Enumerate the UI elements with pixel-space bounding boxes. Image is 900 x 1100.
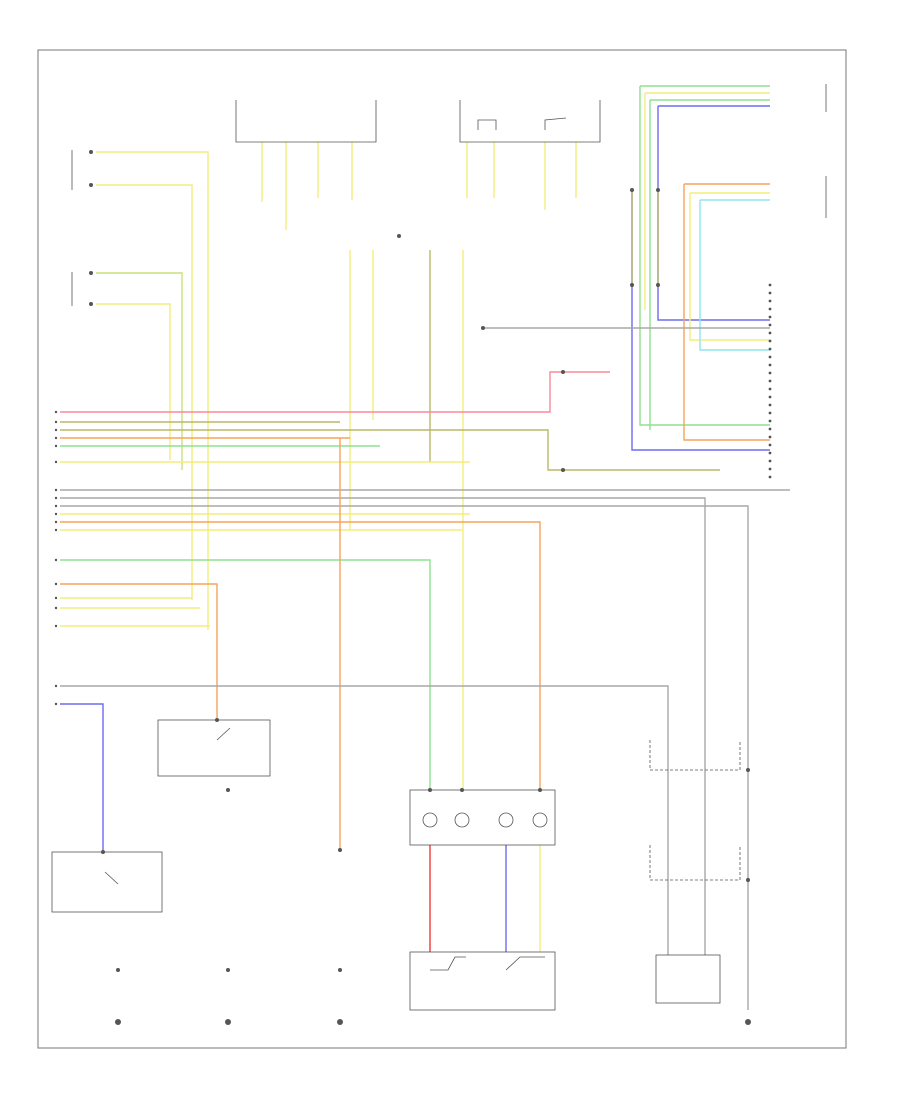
connector-pin <box>768 315 772 319</box>
connector-pin <box>54 460 58 464</box>
switch-contact-2 <box>544 117 567 130</box>
connector-pin <box>768 411 772 415</box>
dashed-switch-2 <box>649 845 741 881</box>
connector-pin <box>768 331 772 335</box>
connector-pin <box>54 488 58 492</box>
seat-position-sensor <box>655 954 721 1004</box>
wire-yellow-0 <box>96 151 209 630</box>
connector-pin <box>54 420 58 424</box>
wire-yellow-green-2 <box>96 272 183 470</box>
wire-orange-50 <box>683 184 770 441</box>
wire-blue-46 <box>657 106 770 321</box>
connector-pin <box>54 528 58 532</box>
ground-symbols <box>115 1019 751 1025</box>
connector-pin <box>54 520 58 524</box>
connector-pin <box>768 283 772 287</box>
connector-pin <box>768 307 772 311</box>
wire-gray-23 <box>60 497 706 955</box>
connector-pin <box>768 443 772 447</box>
wire-yellow-1 <box>96 184 193 600</box>
wire-pink-16 <box>60 371 610 413</box>
connector-pin <box>54 702 58 706</box>
connector-bracket-right <box>459 100 601 143</box>
sensor-contact-1 <box>430 956 466 971</box>
connector-pin <box>768 451 772 455</box>
seat-belt-switch-box <box>157 719 271 777</box>
connector-pin <box>54 582 58 586</box>
connector-pin <box>768 291 772 295</box>
connector-bracket-left <box>235 100 377 143</box>
connector-pin <box>54 624 58 628</box>
switch-blade-2 <box>104 871 119 885</box>
connector-pin <box>54 444 58 448</box>
connector-pin <box>54 596 58 600</box>
wire-olive-18 <box>60 429 720 471</box>
connector-pin <box>768 323 772 327</box>
connector-pin <box>54 684 58 688</box>
diagram-frame <box>37 49 847 1049</box>
connector-pin <box>768 459 772 463</box>
dashed-switch-1 <box>649 740 741 771</box>
wire-orange-26 <box>60 521 541 790</box>
connector-pin <box>768 371 772 375</box>
connector-pin <box>54 606 58 610</box>
wire-blue-35 <box>60 703 104 852</box>
connector-pin <box>768 347 772 351</box>
connector-pin <box>768 435 772 439</box>
wire-gray-24 <box>60 505 749 1010</box>
connector-pin <box>54 496 58 500</box>
wire-light-blue-52 <box>699 200 770 351</box>
weight-sensor-box <box>409 951 556 1011</box>
wire-yellow-51 <box>689 193 770 341</box>
connector-pin <box>768 427 772 431</box>
wire-green-43 <box>639 86 770 426</box>
connector-pin <box>768 475 772 479</box>
connector-pin <box>54 436 58 440</box>
connector-pin <box>54 512 58 516</box>
connector-pin <box>768 379 772 383</box>
wire-green-28 <box>60 559 431 790</box>
junction-dots <box>101 188 750 972</box>
sensor-contact-2 <box>505 956 545 971</box>
connector-pin <box>768 355 772 359</box>
connector-pin <box>768 387 772 391</box>
wire-yellow-3 <box>96 303 171 460</box>
connector-pin <box>54 410 58 414</box>
wire-gray-34 <box>60 685 669 955</box>
wire-layer <box>60 85 790 1010</box>
connector-pin <box>768 395 772 399</box>
connector-pin <box>768 299 772 303</box>
connector-pin <box>768 363 772 367</box>
wire-orange-29 <box>60 583 218 720</box>
connector-pin <box>54 428 58 432</box>
driver-buckle-switch-box <box>51 851 163 913</box>
connector-pin <box>768 403 772 407</box>
connector-pin <box>54 558 58 562</box>
connector-pin <box>768 419 772 423</box>
connector-pin <box>54 504 58 508</box>
connector-pins-right <box>768 283 772 479</box>
connector-pin <box>768 339 772 343</box>
occupant-module <box>409 789 556 846</box>
connector-pin <box>768 467 772 471</box>
switch-contact-1 <box>477 119 497 130</box>
connector-pins-left <box>54 410 58 706</box>
switch-blade-1 <box>216 727 231 741</box>
